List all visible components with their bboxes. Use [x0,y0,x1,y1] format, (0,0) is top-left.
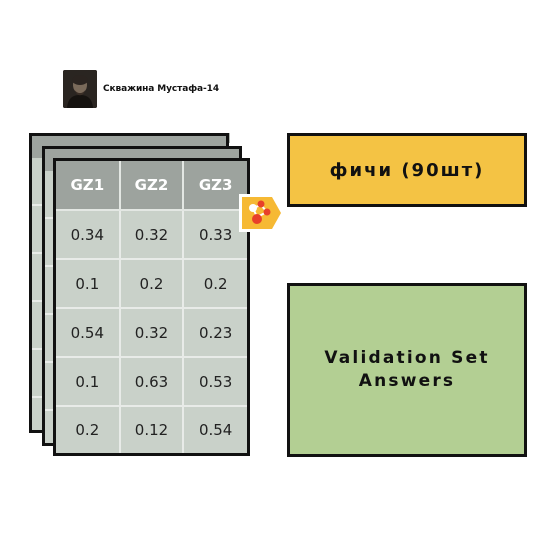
column-header: GZ2 [119,161,185,211]
table-cell: 0.33 [183,210,247,261]
table-cell: 0.12 [119,406,185,453]
table-cell: 0.1 [56,259,121,310]
person-portrait-icon [63,70,97,108]
column-header: GZ3 [183,161,247,211]
table-row: 0.1 0.63 0.53 [56,357,247,408]
features-label: фичи (90шт) [329,159,485,181]
molecule-icon [239,194,285,232]
column-header: GZ1 [56,161,121,211]
validation-label-line2: Answers [358,371,456,391]
table-cell: 0.23 [183,308,247,359]
table-header-row: GZ1 GZ2 GZ3 [56,161,247,211]
table-cell: 0.2 [183,259,247,310]
table-row: 0.34 0.32 0.33 [56,210,247,261]
validation-answers-box: Validation Set Answers [287,283,527,457]
table-cell: 0.2 [56,406,121,453]
features-box: фичи (90шт) [287,133,527,207]
table-cell: 0.32 [119,210,185,261]
table-cell: 0.63 [119,357,185,408]
header: Скважина Мустафа-14 [63,70,219,108]
table-cell: 0.54 [183,406,247,453]
table-cell: 0.32 [119,308,185,359]
table-cell: 0.54 [56,308,121,359]
table-cell: 0.1 [56,357,121,408]
data-table: GZ1 GZ2 GZ3 0.34 0.32 0.33 0.1 0.2 0.2 0… [53,158,250,456]
page-title: Скважина Мустафа-14 [103,84,219,94]
validation-label-line1: Validation Set [324,348,490,369]
table-cell: 0.53 [183,357,247,408]
table-row: 0.54 0.32 0.23 [56,308,247,359]
table-row: 0.2 0.12 0.54 [56,406,247,453]
table-cell: 0.34 [56,210,121,261]
table-row: 0.1 0.2 0.2 [56,259,247,310]
avatar [63,70,97,108]
table-cell: 0.2 [119,259,185,310]
